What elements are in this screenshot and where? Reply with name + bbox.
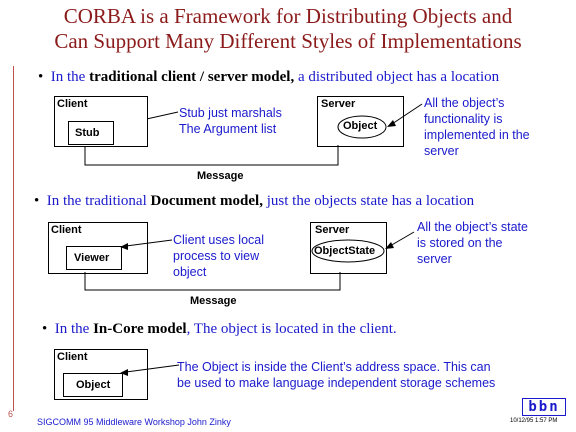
section2-client-arrow: [125, 239, 173, 247]
section3-client-box: [54, 349, 148, 400]
section3-text-bold: In-Core model: [93, 321, 187, 337]
section2-viewer-label: Viewer: [74, 252, 110, 264]
section3-arrow: [125, 364, 180, 373]
margin-line: [13, 66, 14, 411]
section1-server-arrow: [391, 103, 423, 125]
section1-server-arrowhead: [387, 120, 396, 127]
section2-viewer-box: [66, 246, 122, 270]
bullet: •: [38, 69, 44, 85]
section2-message-line: [84, 272, 341, 291]
section1-text-pre: In the: [50, 69, 90, 85]
section2-server-arrow: [389, 231, 415, 247]
section2-client-label: Client: [51, 224, 82, 236]
section1-heading: • In the traditional client / server mod…: [38, 69, 499, 86]
page-marker: 6: [8, 409, 14, 419]
bbn-logo-text: bbn: [528, 399, 560, 415]
section2-client-box: [48, 222, 148, 274]
section3-client-label: Client: [57, 351, 88, 363]
section1-server-label: Server: [321, 98, 356, 110]
section2-server-annotation: All the object’s state is stored on the …: [417, 220, 528, 266]
section2-text-post: just the objects state has a location: [262, 193, 475, 209]
section1-text-bold: traditional client / server model,: [89, 69, 295, 85]
bullet: •: [42, 321, 48, 337]
section1-stub-annotation: Stub just marshals The Argument list: [179, 106, 282, 136]
section2-heading: • In the traditional Document model, jus…: [34, 193, 474, 210]
section1-server-box: [317, 96, 404, 147]
section2-server-label: Server: [315, 224, 350, 236]
section2-server-box: [310, 222, 387, 274]
bbn-logo: bbn: [522, 398, 566, 416]
footer-date: 10/12/95 1:57 PM: [510, 418, 558, 424]
section3-arrowhead: [120, 369, 128, 376]
section1-object-ellipse: [337, 115, 387, 139]
section1-object-label: Object: [343, 120, 378, 132]
section1-stub-label: Stub: [75, 127, 100, 139]
section1-text-post: a distributed object has a location: [294, 69, 500, 85]
bullet: •: [34, 193, 40, 209]
section2-message-label: Message: [190, 295, 237, 307]
section3-annotation: The Object is inside the Client’s addres…: [177, 360, 496, 390]
section3-heading: • In the In-Core model, The object is lo…: [42, 321, 397, 338]
section3-text-post: , The object is located in the client.: [186, 321, 397, 337]
section1-stub-box: [68, 121, 114, 145]
section2-client-arrowhead: [120, 243, 128, 250]
section2-state-label: ObjectState: [314, 245, 376, 257]
section3-text-pre: In the: [54, 321, 94, 337]
section2-text-bold: Document model,: [150, 193, 263, 209]
slide-title-line-1: CORBA is a Framework for Distributing Ob…: [63, 4, 513, 28]
slide-title-line-2: Can Support Many Different Styles of Imp…: [54, 29, 522, 53]
section2-text-pre: In the traditional: [46, 193, 151, 209]
footer-text: SIGCOMM 95 Middleware Workshop John Zink…: [37, 417, 231, 427]
section2-client-annotation: Client uses local process to view object: [173, 233, 265, 279]
section3-object-label: Object: [76, 379, 111, 391]
section1-message-label: Message: [197, 170, 244, 182]
section1-message-line: [84, 145, 339, 166]
section1-server-annotation: All the object’s functionality is implem…: [424, 96, 530, 158]
section1-client-label: Client: [57, 98, 88, 110]
section2-server-arrowhead: [385, 242, 394, 249]
section3-object-box: [63, 373, 123, 397]
section2-state-ellipse: [311, 239, 385, 263]
